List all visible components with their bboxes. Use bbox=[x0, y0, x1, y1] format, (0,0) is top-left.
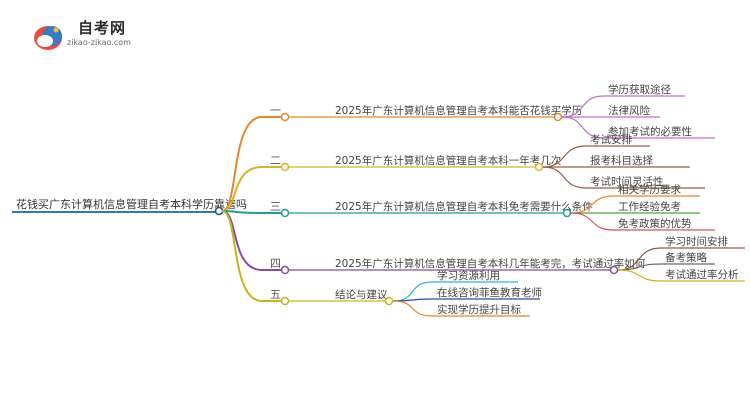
branch-4-dot bbox=[280, 265, 290, 275]
branch-1-connector bbox=[221, 116, 263, 212]
branch-5-end-dot bbox=[384, 296, 394, 306]
logo-icon bbox=[34, 26, 62, 50]
branch-1-child-1-connector bbox=[561, 95, 605, 118]
branch-3-title: 2025年广东计算机信息管理自考本科免考需要什么条件 bbox=[335, 200, 593, 213]
branch-3-child-2: 工作经验免考 bbox=[618, 200, 681, 213]
branch-4-child-3-connector bbox=[617, 269, 662, 282]
branch-3-dot bbox=[280, 208, 290, 218]
branch-4-child-2: 备考策略 bbox=[665, 251, 707, 264]
site-header: 自考网 zikao-zikao.com bbox=[0, 0, 200, 56]
branch-2-child-1-connector bbox=[542, 145, 587, 168]
branch-5-marker: 五 bbox=[270, 288, 281, 301]
branch-1-child-3: 参加考试的必要性 bbox=[608, 125, 692, 138]
branch-4-title: 2025年广东计算机信息管理自考本科几年能考完，考试通过率如何 bbox=[335, 257, 646, 270]
branch-4-end-dot bbox=[609, 265, 619, 275]
branch-2-connector bbox=[221, 166, 263, 212]
branch-1-child-1: 学历获取途径 bbox=[608, 83, 671, 96]
branch-2-child-3: 考试时间灵活性 bbox=[590, 175, 664, 188]
branch-5-child-3-connector bbox=[392, 300, 434, 317]
branch-1-end-dot bbox=[553, 112, 563, 122]
branch-1-child-3-connector bbox=[561, 116, 605, 139]
branch-4-child-3: 考试通过率分析 bbox=[665, 268, 739, 281]
branch-4-marker: 四 bbox=[270, 257, 281, 270]
branch-4-connector bbox=[221, 210, 263, 271]
branch-5-child-3: 实现学历提升目标 bbox=[437, 303, 521, 316]
branch-5-title: 结论与建议 bbox=[335, 288, 388, 301]
branch-2-end-dot bbox=[534, 162, 544, 172]
branch-1-marker: 一 bbox=[270, 104, 281, 117]
branch-2-child-2: 报考科目选择 bbox=[590, 154, 653, 167]
logo-url: zikao-zikao.com bbox=[67, 38, 131, 47]
root-topic: 花钱买广东计算机信息管理自考本科学历靠谱吗 bbox=[16, 197, 247, 211]
branch-1-title: 2025年广东计算机信息管理自考本科能否花钱买学历 bbox=[335, 104, 582, 117]
branch-2-child-3-connector bbox=[542, 166, 587, 189]
branch-3-end-dot bbox=[562, 208, 572, 218]
branch-3-child-3-connector bbox=[570, 212, 615, 231]
branch-1-dot bbox=[280, 112, 290, 122]
branch-5-child-2: 在线咨询菲鱼教育老师 bbox=[437, 286, 542, 299]
branch-3-connector bbox=[221, 210, 263, 214]
branch-2-marker: 二 bbox=[270, 154, 281, 167]
branch-5-child-1-connector bbox=[392, 281, 434, 302]
branch-5-dot bbox=[280, 296, 290, 306]
branch-5-connector bbox=[221, 210, 263, 302]
branch-3-child-1: 相关学历要求 bbox=[618, 183, 681, 196]
logo-text: 自考网 bbox=[78, 19, 127, 37]
root-node-dot bbox=[214, 206, 224, 216]
branch-4-child-1: 学习时间安排 bbox=[665, 235, 728, 248]
branch-1-child-2: 法律风险 bbox=[608, 104, 650, 117]
branch-2-dot bbox=[280, 162, 290, 172]
branch-2-child-1: 考试安排 bbox=[590, 133, 632, 146]
branch-3-marker: 三 bbox=[270, 200, 281, 213]
branch-5-child-1: 学习资源利用 bbox=[437, 269, 500, 282]
branch-3-child-3: 免考政策的优势 bbox=[618, 217, 692, 230]
branch-2-title: 2025年广东计算机信息管理自考本科一年考几次 bbox=[335, 154, 562, 167]
